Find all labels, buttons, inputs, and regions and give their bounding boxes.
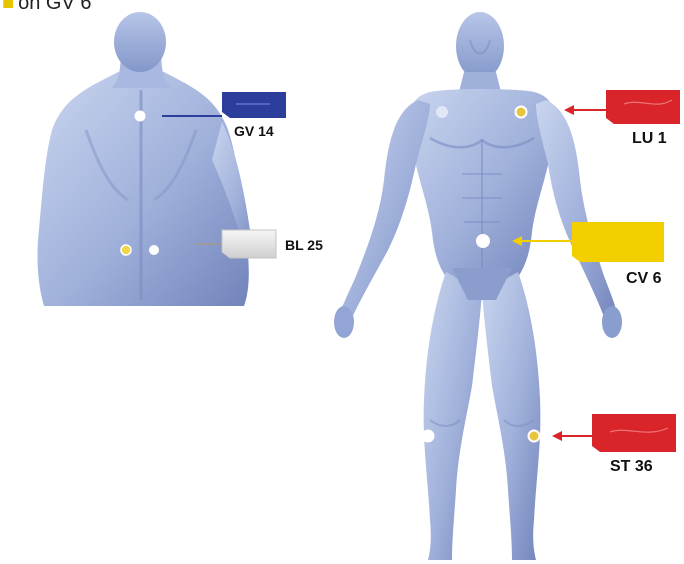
gv14-color-box xyxy=(222,92,286,118)
front-hand-right xyxy=(602,306,622,338)
lu1-point-marker xyxy=(516,107,527,118)
front-arm-right xyxy=(536,100,618,322)
back-figure xyxy=(37,12,262,306)
st36-arrowhead xyxy=(552,431,562,441)
front-leg-left xyxy=(424,272,482,560)
bl25-point-marker-left xyxy=(121,245,131,255)
bl25-label: BL 25 xyxy=(285,237,323,253)
front-leg-right xyxy=(482,272,540,560)
gv14-label: GV 14 xyxy=(234,123,274,139)
lu1-label: LU 1 xyxy=(632,130,667,148)
cv6-label: CV 6 xyxy=(626,270,662,288)
back-torso xyxy=(37,72,248,306)
front-arm-left xyxy=(338,100,430,322)
front-head xyxy=(456,12,504,80)
bl25-color-box xyxy=(222,230,276,258)
lu1-arrowhead xyxy=(564,105,574,115)
back-head xyxy=(114,12,166,72)
lu1-callout xyxy=(564,90,680,124)
st36-point-marker-left xyxy=(422,430,435,443)
st36-label: ST 36 xyxy=(610,458,653,476)
bl25-point-marker xyxy=(149,245,159,255)
st36-callout xyxy=(552,414,676,452)
gv14-point-marker xyxy=(135,111,146,122)
front-figure xyxy=(334,12,622,560)
st36-point-marker xyxy=(529,431,540,442)
front-hand-left xyxy=(334,306,354,338)
cv6-color-box xyxy=(572,222,664,262)
cv6-point-marker xyxy=(476,234,490,248)
st36-color-box xyxy=(592,414,676,452)
lu1-color-box xyxy=(606,90,680,124)
cv6-callout xyxy=(512,222,664,262)
lu1-point-marker-left xyxy=(436,106,448,118)
